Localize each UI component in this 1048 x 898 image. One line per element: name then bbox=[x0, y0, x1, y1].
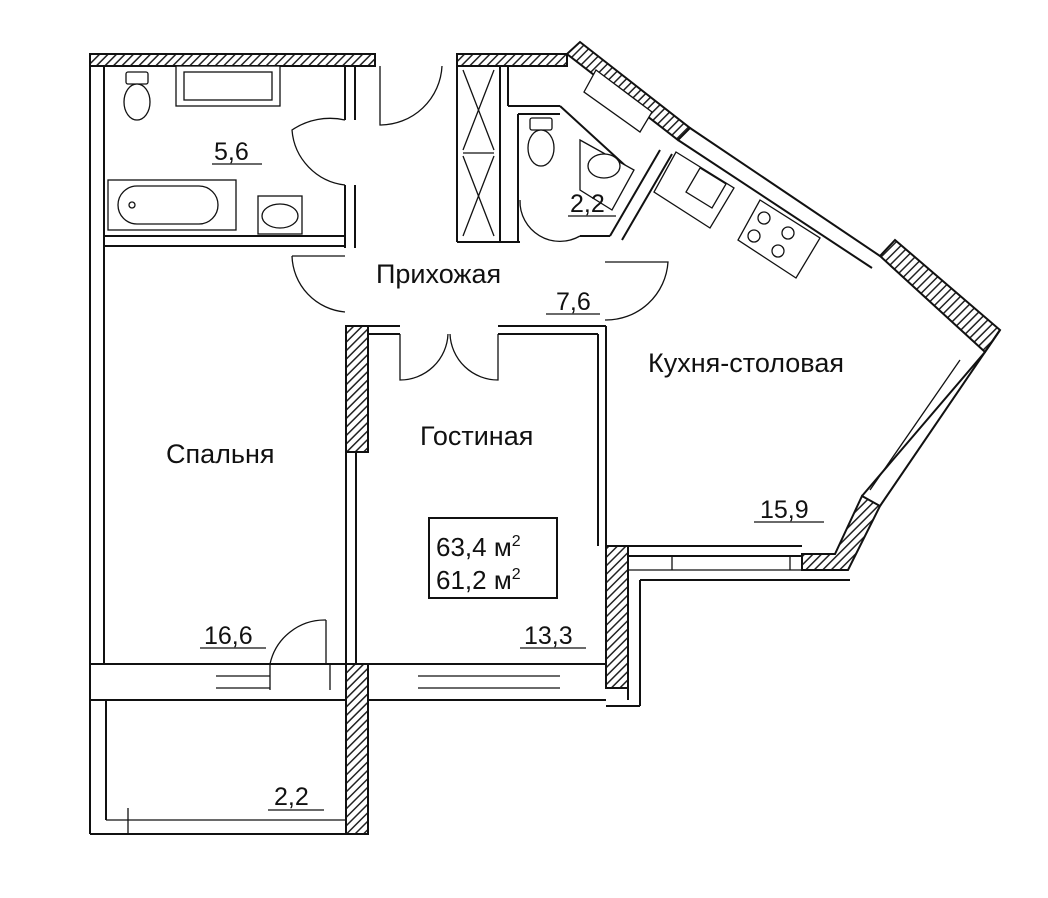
balcony-area: 2,2 bbox=[274, 783, 309, 811]
doors bbox=[269, 65, 669, 690]
wc-toilet-icon bbox=[527, 117, 555, 167]
hall-area: 7,6 bbox=[556, 288, 591, 316]
bedroom-area: 16,6 bbox=[204, 622, 253, 650]
living-area: 13,3 bbox=[524, 622, 573, 650]
living-area-total: 61,2 м2 bbox=[436, 565, 521, 595]
fixtures bbox=[107, 65, 821, 279]
toilet-icon bbox=[123, 71, 151, 121]
room-labels: 5,6 2,2 Прихожая 7,6 Кухня-столовая 15,9… bbox=[166, 138, 844, 811]
wardrobe-icon bbox=[462, 69, 495, 237]
living-name: Гостиная bbox=[420, 421, 533, 451]
wc-area: 2,2 bbox=[570, 190, 605, 218]
area-totals: 63,4 м2 61,2 м2 bbox=[428, 517, 558, 599]
kitchen-name: Кухня-столовая bbox=[648, 348, 844, 378]
bathroom-area: 5,6 bbox=[214, 138, 249, 166]
bearing-walls bbox=[89, 40, 1002, 835]
hall-name: Прихожая bbox=[376, 259, 501, 289]
wc-sink-icon bbox=[579, 138, 635, 211]
kitchen-area: 15,9 bbox=[760, 496, 809, 524]
stove-icon bbox=[737, 199, 821, 279]
shelf-icon bbox=[583, 69, 653, 133]
cabinet-icon bbox=[175, 65, 281, 107]
bathtub-icon bbox=[107, 179, 237, 231]
kitchen-sink-icon bbox=[653, 151, 735, 229]
sink-icon bbox=[257, 195, 303, 235]
bedroom-name: Спальня bbox=[166, 439, 275, 469]
total-area: 63,4 м2 bbox=[436, 532, 521, 562]
walls bbox=[89, 54, 1001, 835]
